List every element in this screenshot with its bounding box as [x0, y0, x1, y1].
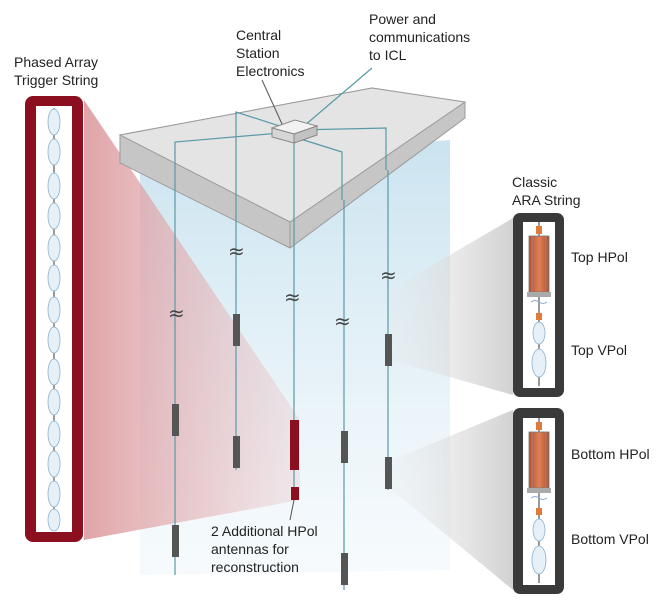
phased-array-instrument [290, 420, 299, 470]
classic-top-panel [513, 213, 564, 397]
break-symbol: ≈ [380, 263, 397, 287]
break-symbol: ≈ [168, 301, 185, 325]
break-symbol: ≈ [334, 309, 351, 333]
phased-array-panel [25, 96, 83, 542]
additional-hpol-antennas [291, 487, 299, 500]
additional-hpol-label: 2 Additional HPol antennas for reconstru… [211, 523, 322, 575]
top-hpol-label: Top HPol [571, 249, 628, 265]
bottom-hpol-label: Bottom HPol [571, 446, 650, 462]
power-label: Power and communications to ICL [369, 11, 474, 63]
classic-bottom-beam [392, 410, 513, 590]
string-instruments [172, 314, 392, 585]
break-symbol: ≈ [284, 285, 301, 309]
classic-top-beam [390, 218, 513, 395]
central-station-label: Central Station Electronics [236, 27, 304, 79]
phased-array-label: Phased Array Trigger String [14, 54, 102, 88]
bottom-vpol-label: Bottom VPol [571, 531, 649, 547]
phased-array-beam [84, 100, 300, 540]
top-vpol-label: Top VPol [571, 342, 627, 358]
surface-cables [174, 67, 387, 200]
break-symbol: ≈ [228, 239, 245, 263]
classic-ara-label: Classic ARA String [512, 174, 580, 208]
classic-bottom-panel [513, 408, 564, 594]
central-station-box [270, 119, 319, 144]
